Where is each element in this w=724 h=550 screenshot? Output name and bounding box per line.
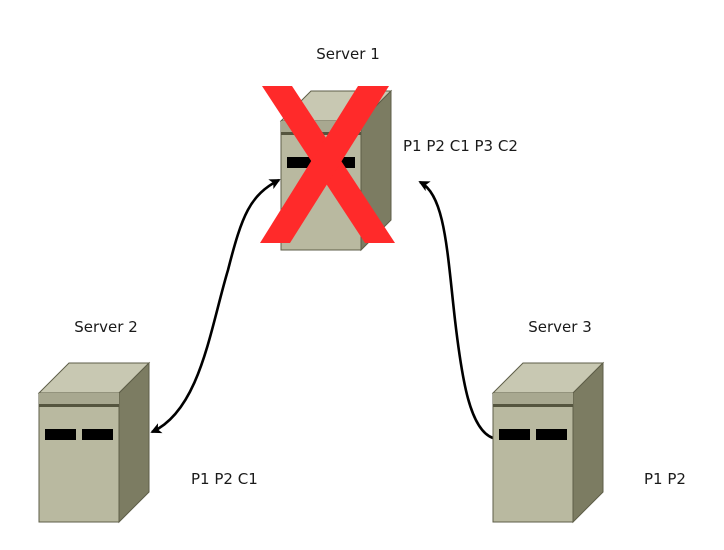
server-front-face bbox=[492, 392, 574, 523]
server-band-line bbox=[493, 404, 573, 407]
server-3-tower-icon bbox=[491, 361, 605, 524]
server-top-band bbox=[39, 393, 119, 404]
server-front-face bbox=[38, 392, 120, 523]
drive-slot bbox=[499, 429, 530, 440]
server-3-contents: P1 P2 bbox=[644, 470, 686, 488]
failure-x-icon bbox=[260, 86, 395, 243]
server-2-name: Server 2 bbox=[74, 318, 138, 336]
drive-slot bbox=[45, 429, 76, 440]
server-top-band bbox=[281, 121, 361, 132]
server-band-line bbox=[39, 404, 119, 407]
server-2-contents: P1 P2 C1 bbox=[191, 470, 258, 488]
x-stroke bbox=[260, 86, 389, 243]
server-3-name: Server 3 bbox=[528, 318, 592, 336]
server-top-band bbox=[493, 393, 573, 404]
drive-slot bbox=[82, 429, 113, 440]
connection-server3-server1 bbox=[418, 180, 494, 440]
server-1-contents: P1 P2 C1 P3 C2 bbox=[403, 137, 518, 155]
server-1-name: Server 1 bbox=[316, 45, 380, 63]
connection-server2-server1 bbox=[150, 178, 281, 434]
drive-slot bbox=[536, 429, 567, 440]
drive-slot bbox=[287, 157, 318, 168]
server-2-tower-icon bbox=[37, 361, 151, 524]
